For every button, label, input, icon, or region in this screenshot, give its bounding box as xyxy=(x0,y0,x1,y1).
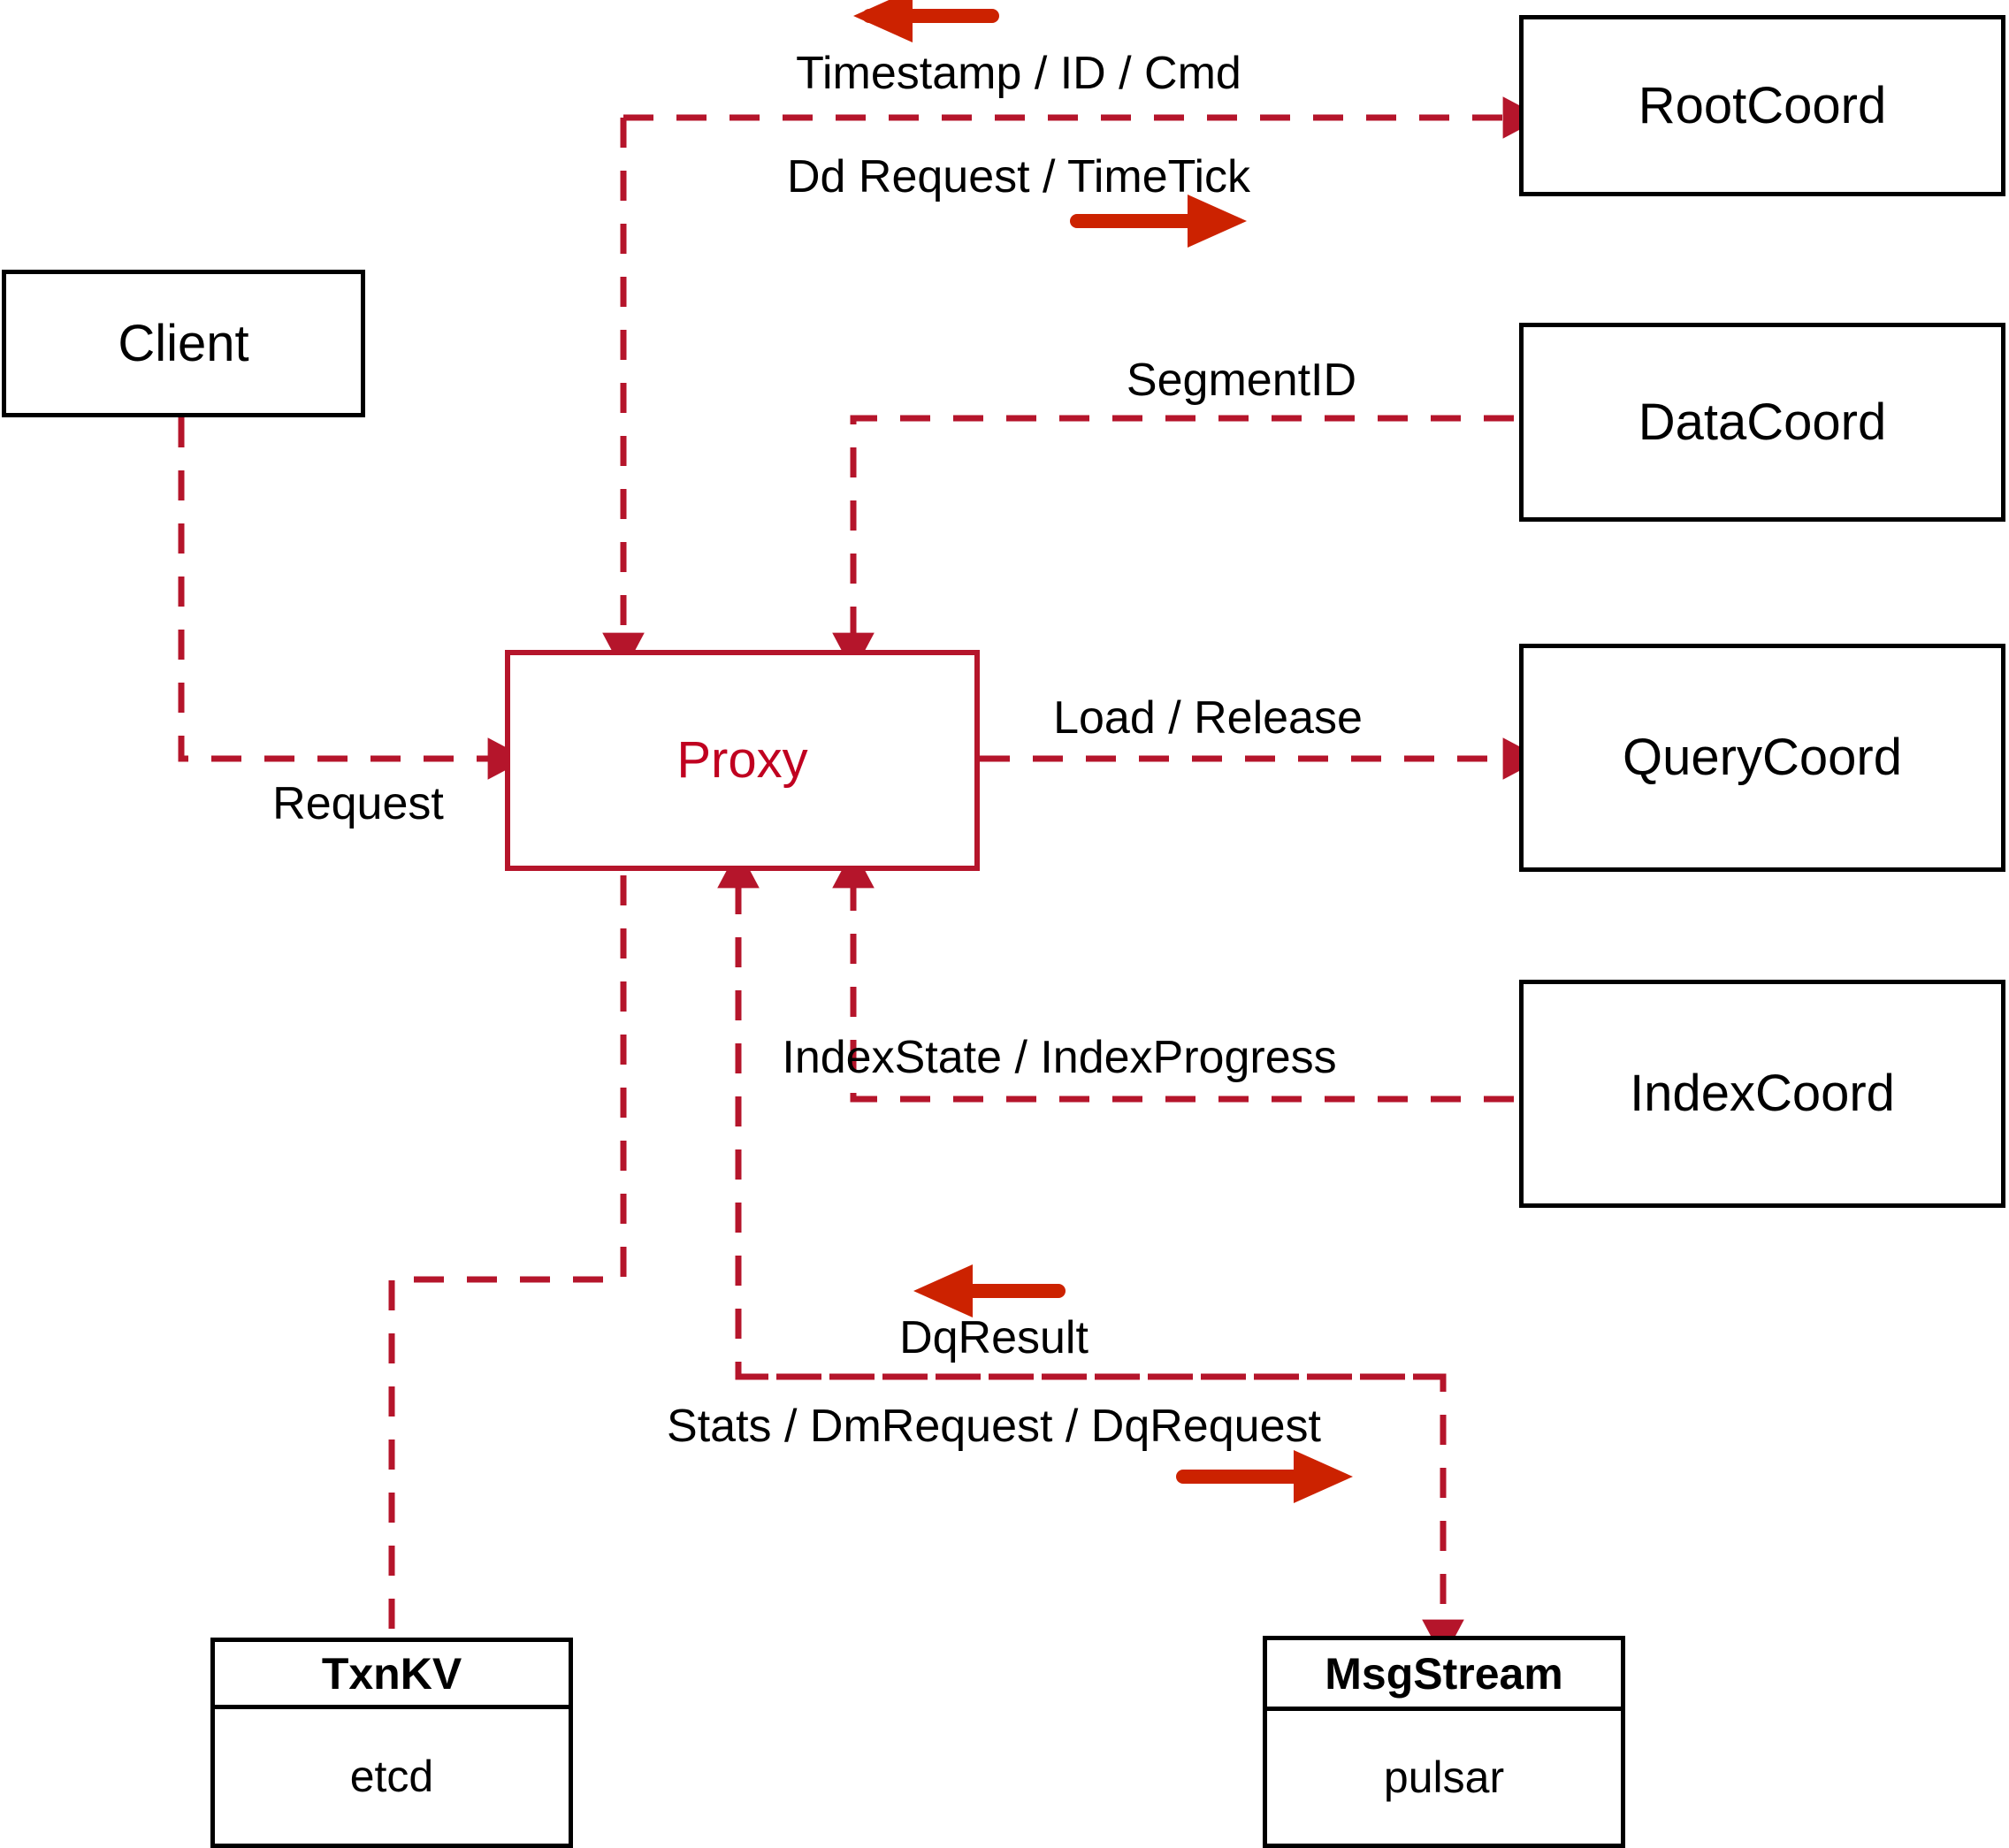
edge-label-stats-dmrequest-dqrequest: Stats / DmRequest / DqRequest xyxy=(667,1401,1321,1452)
node-proxy[interactable]: Proxy xyxy=(505,650,980,871)
edge-proxy-txnkv xyxy=(388,875,627,1638)
edge-label-load-release: Load / Release xyxy=(1053,692,1363,744)
node-indexcoord[interactable]: IndexCoord xyxy=(1519,980,2005,1208)
edge-label-timestamp-id-cmd: Timestamp / ID / Cmd xyxy=(796,48,1241,99)
edge-label-segmentid: SegmentID xyxy=(1126,355,1357,406)
store-txnkv-title: TxnKV xyxy=(215,1642,569,1709)
store-txnkv-impl: etcd xyxy=(349,1752,434,1801)
node-querycoord-label: QueryCoord xyxy=(1623,729,1902,786)
arrow-timestamp-icon xyxy=(853,0,999,42)
edge-label-request: Request xyxy=(272,778,444,829)
arrow-ddrequest-icon xyxy=(1070,195,1247,248)
edge-label-dqresult: DqResult xyxy=(899,1312,1089,1363)
arrow-dqrequest-icon xyxy=(1176,1450,1353,1503)
node-rootcoord-label: RootCoord xyxy=(1638,76,1887,134)
node-datacoord-label: DataCoord xyxy=(1638,393,1887,451)
node-client[interactable]: Client xyxy=(2,270,365,417)
store-msgstream[interactable]: MsgStream pulsar xyxy=(1263,1636,1625,1848)
edge-label-dd-request-timetick: Dd Request / TimeTick xyxy=(786,151,1251,202)
node-datacoord[interactable]: DataCoord xyxy=(1519,323,2005,522)
node-client-label: Client xyxy=(118,314,249,372)
edge-client-proxy xyxy=(178,417,528,780)
node-rootcoord[interactable]: RootCoord xyxy=(1519,15,2005,196)
edge-datacoord-proxy xyxy=(832,415,1514,673)
store-msgstream-title: MsgStream xyxy=(1267,1640,1621,1711)
node-proxy-label: Proxy xyxy=(676,731,808,789)
edge-msgstream-proxy xyxy=(717,848,1443,1380)
store-txnkv[interactable]: TxnKV etcd xyxy=(210,1638,573,1848)
arrow-dqresult-icon xyxy=(913,1264,1066,1317)
edge-label-indexstate-indexprogress: IndexState / IndexProgress xyxy=(782,1032,1337,1083)
store-msgstream-impl: pulsar xyxy=(1383,1753,1505,1802)
node-querycoord[interactable]: QueryCoord xyxy=(1519,644,2005,872)
node-indexcoord-label: IndexCoord xyxy=(1630,1065,1895,1122)
